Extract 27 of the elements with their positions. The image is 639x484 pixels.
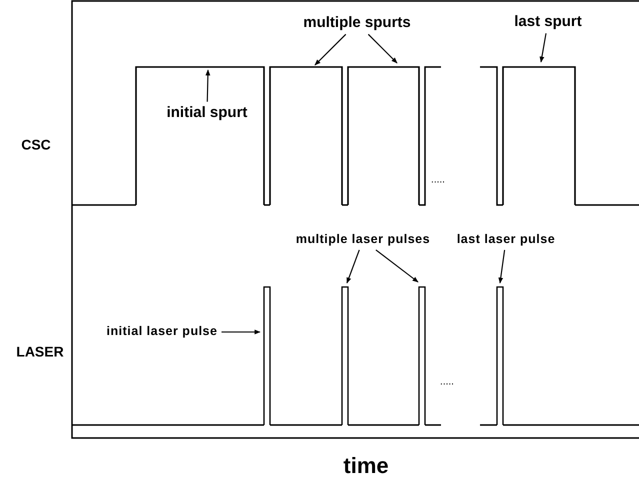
- leader-arrow: [368, 34, 398, 64]
- leader-arrow: [376, 249, 418, 282]
- spurt-pulse: [269, 66, 343, 205]
- leader-arrow: [540, 33, 547, 63]
- callout-text: last laser pulse: [456, 233, 556, 247]
- spurt-pulse: [135, 66, 265, 205]
- leader-arrow: [346, 250, 360, 284]
- leader-arrow: [314, 34, 346, 66]
- callout-text: initial laser pulse: [106, 325, 218, 339]
- row-label: CSC: [21, 137, 51, 153]
- leader-arrow: [222, 330, 261, 334]
- callout-text: multiple spurts: [303, 14, 411, 32]
- callout-text: multiple laser pulses: [296, 233, 430, 247]
- laser-pulse: [263, 286, 271, 425]
- laser-pulse: [496, 286, 504, 425]
- callout-text: initial spurt: [166, 104, 248, 122]
- ellipsis-text: .....: [431, 174, 445, 186]
- callout-text: last spurt: [514, 14, 582, 30]
- leader-arrow: [498, 250, 506, 284]
- ellipsis-text: .....: [440, 376, 454, 388]
- spurt-pulse: [347, 66, 420, 205]
- axis-title: time: [343, 454, 389, 478]
- laser-pulse: [341, 286, 349, 425]
- laser-pulse: [418, 286, 426, 425]
- spurt-pulse: [502, 66, 576, 205]
- leader-arrow: [205, 69, 210, 102]
- row-label: LASER: [16, 344, 64, 360]
